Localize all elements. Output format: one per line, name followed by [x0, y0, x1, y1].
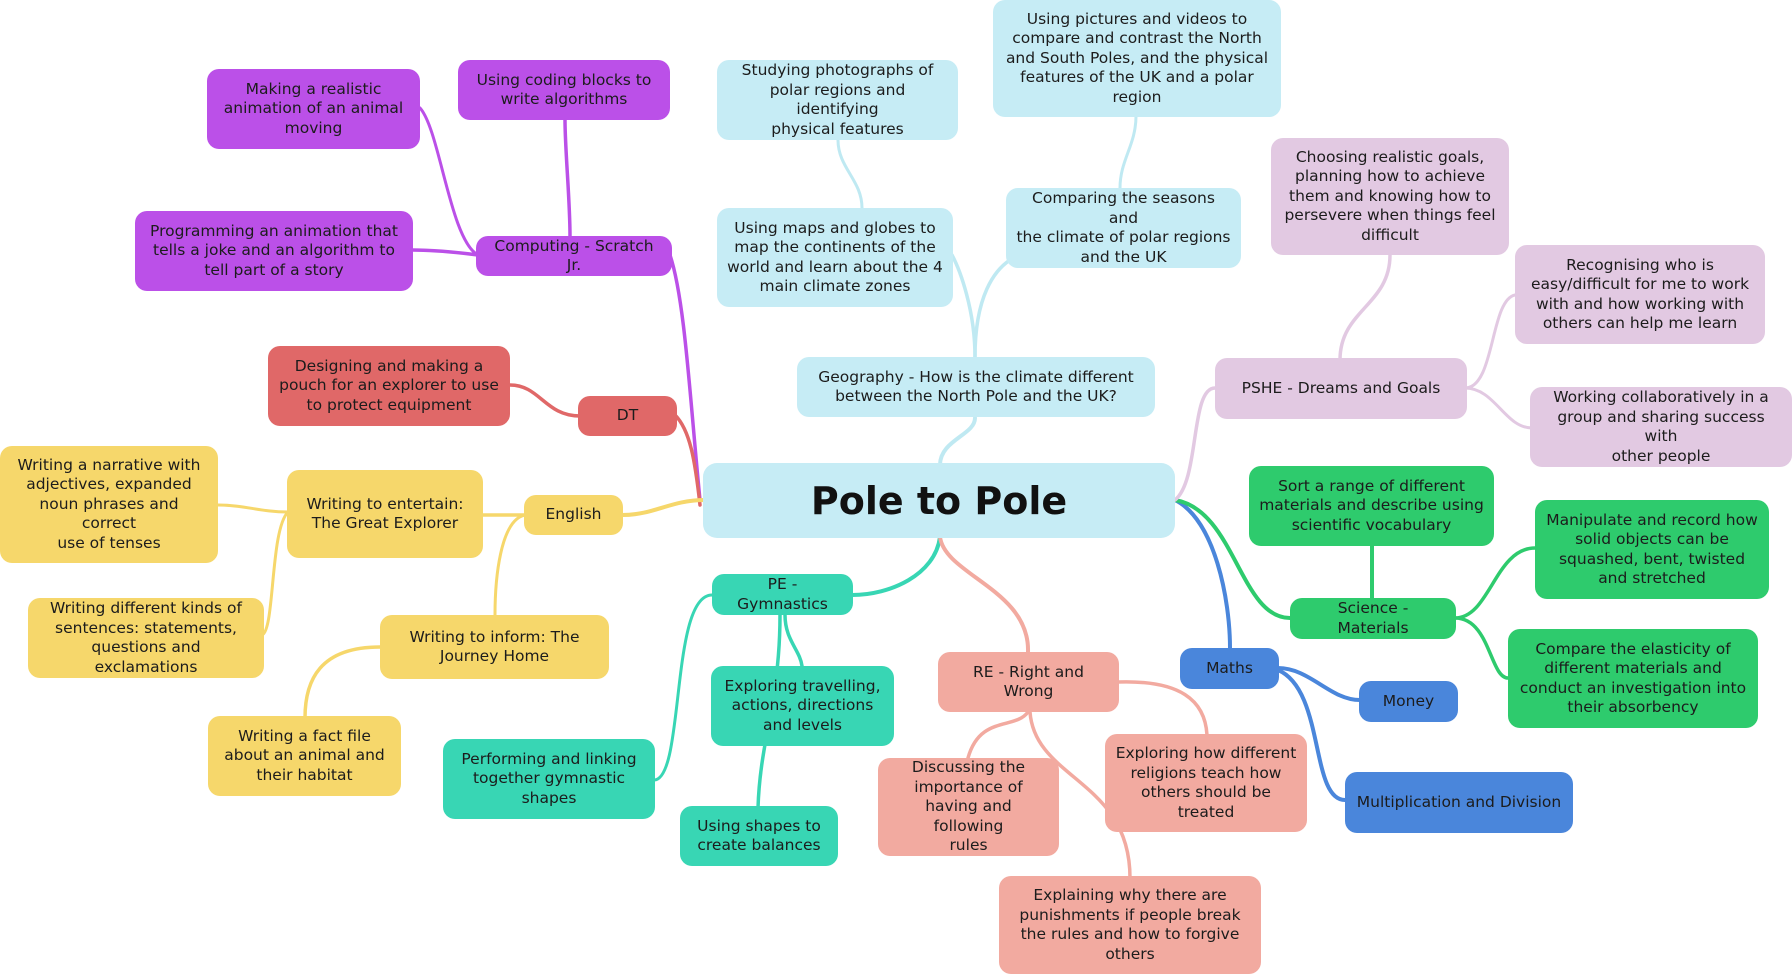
- geography-seasons-node[interactable]: Comparing the seasons and the climate of…: [1006, 188, 1241, 268]
- link-root-pe: [850, 535, 942, 597]
- link-dt-pouch: [508, 383, 582, 418]
- link-pe-performing: [652, 593, 714, 782]
- english-narrative-node[interactable]: Writing a narrative with adjectives, exp…: [0, 446, 218, 563]
- link-root-science: [1173, 498, 1292, 620]
- link-geography-pictures: [1118, 114, 1138, 190]
- link-re-punishments: [1028, 710, 1132, 880]
- computing-coding-node[interactable]: Using coding blocks to write algorithms: [458, 60, 670, 120]
- branch-maths[interactable]: Maths: [1180, 648, 1279, 689]
- link-science-manipulate: [1453, 546, 1537, 620]
- link-geography-seasons: [973, 258, 1012, 359]
- computing-joke-node[interactable]: Programming an animation that tells a jo…: [135, 211, 413, 291]
- pshe-recognising-node[interactable]: Recognising who is easy/difficult for me…: [1515, 245, 1765, 344]
- branch-re[interactable]: RE - Right and Wrong: [938, 652, 1119, 712]
- branch-computing[interactable]: Computing - Scratch Jr.: [476, 236, 672, 276]
- branch-geography[interactable]: Geography - How is the climate different…: [797, 357, 1155, 417]
- branch-science[interactable]: Science - Materials: [1290, 598, 1456, 639]
- link-re-religions: [1116, 680, 1209, 737]
- science-elasticity-node[interactable]: Compare the elasticity of different mate…: [1508, 629, 1758, 728]
- dt-pouch-node[interactable]: Designing and making a pouch for an expl…: [268, 346, 510, 426]
- link-pshe-collaborative: [1463, 386, 1534, 430]
- link-root-dt: [673, 413, 702, 507]
- branch-english[interactable]: English: [524, 495, 623, 535]
- link-geography-maps: [950, 253, 977, 359]
- geography-photos-node[interactable]: Studying photographs of polar regions an…: [717, 60, 958, 140]
- english-inform-node[interactable]: Writing to inform: The Journey Home: [380, 615, 609, 679]
- link-maths-money: [1276, 666, 1362, 702]
- maths-money-node[interactable]: Money: [1359, 681, 1458, 722]
- science-sort-node[interactable]: Sort a range of different materials and …: [1249, 466, 1494, 546]
- link-root-computing: [668, 253, 702, 502]
- link-computing-coding: [563, 118, 572, 238]
- english-factfile-node[interactable]: Writing a fact file about an animal and …: [208, 716, 401, 796]
- link-maths-multiplication: [1276, 668, 1347, 802]
- english-sentences-node[interactable]: Writing different kinds of sentences: st…: [28, 598, 264, 678]
- re-rules-node[interactable]: Discussing the importance of having and …: [878, 758, 1059, 856]
- pe-performing-node[interactable]: Performing and linking together gymnasti…: [443, 739, 655, 819]
- link-computing-joke: [410, 248, 480, 257]
- geography-pictures-node[interactable]: Using pictures and videos to compare and…: [993, 0, 1281, 117]
- re-punishments-node[interactable]: Explaining why there are punishments if …: [999, 876, 1261, 974]
- link-root-pshe: [1173, 386, 1217, 502]
- pshe-collaborative-node[interactable]: Working collaboratively in a group and s…: [1530, 387, 1792, 467]
- geography-maps-node[interactable]: Using maps and globes to map the contine…: [717, 208, 953, 307]
- link-computing-animation: [418, 106, 480, 257]
- link-geography-photos: [836, 138, 864, 210]
- link-root-maths: [1173, 498, 1232, 650]
- science-manipulate-node[interactable]: Manipulate and record how solid objects …: [1535, 500, 1769, 599]
- link-entertain-narrative: [216, 503, 290, 514]
- branch-pshe[interactable]: PSHE - Dreams and Goals: [1215, 358, 1467, 419]
- link-root-english: [620, 498, 707, 517]
- english-entertain-node[interactable]: Writing to entertain: The Great Explorer: [287, 470, 483, 558]
- maths-multiplication-node[interactable]: Multiplication and Division: [1345, 772, 1573, 833]
- pe-balances-node[interactable]: Using shapes to create balances: [680, 806, 838, 866]
- link-root-re: [938, 535, 1031, 654]
- link-pe-travelling: [783, 613, 804, 668]
- branch-dt[interactable]: DT: [578, 396, 677, 436]
- link-science-elasticity: [1453, 616, 1510, 680]
- re-religions-node[interactable]: Exploring how different religions teach …: [1105, 734, 1307, 832]
- link-entertain-sentences: [260, 510, 290, 637]
- pe-travelling-node[interactable]: Exploring travelling, actions, direction…: [711, 666, 894, 746]
- link-inform-factfile: [303, 645, 382, 720]
- link-root-geography: [938, 416, 977, 467]
- link-pshe-recognising: [1463, 293, 1517, 390]
- pshe-goals-node[interactable]: Choosing realistic goals, planning how t…: [1271, 138, 1509, 255]
- link-english-inform: [493, 513, 527, 617]
- central-topic[interactable]: Pole to Pole: [703, 463, 1175, 538]
- computing-animation-node[interactable]: Making a realistic animation of an anima…: [207, 69, 420, 149]
- link-re-rules: [966, 710, 1030, 760]
- branch-pe[interactable]: PE - Gymnastics: [712, 574, 853, 615]
- link-pshe-goals: [1338, 253, 1392, 362]
